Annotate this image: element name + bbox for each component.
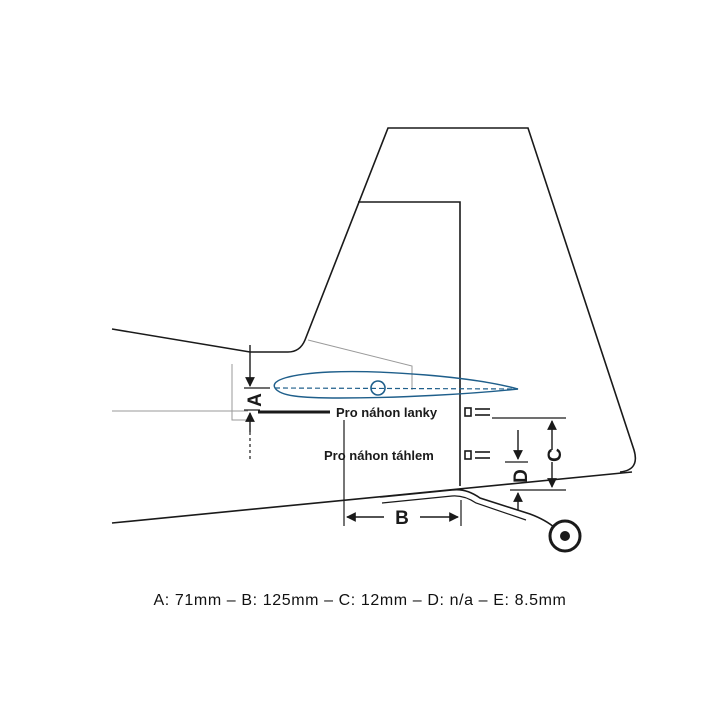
dim-b-label: B bbox=[395, 508, 409, 529]
tail-wheel-leg-inner bbox=[381, 495, 527, 521]
dimension-spec-line: A: 71mm – B: 125mm – C: 12mm – D: n/a – … bbox=[153, 592, 567, 609]
airfoil-chord-line bbox=[274, 387, 519, 390]
dim-a-label: A bbox=[245, 393, 266, 407]
pull-pull-label: Pro náhon lanky bbox=[336, 405, 438, 420]
tail-wheel-hub bbox=[560, 531, 570, 541]
dim-c-label: C bbox=[545, 448, 566, 462]
vertical-fin bbox=[250, 127, 637, 473]
pull-pull-connector-icon bbox=[464, 407, 490, 417]
stabilizer-fairing bbox=[231, 339, 413, 421]
stabilizer-airfoil bbox=[273, 370, 519, 399]
rudder-outline bbox=[358, 201, 461, 486]
fuselage-top-line bbox=[111, 328, 251, 353]
pushrod-connector-icon bbox=[464, 450, 490, 460]
pivot-circle bbox=[370, 380, 386, 396]
pushrod-label: Pro náhon táhlem bbox=[324, 448, 434, 463]
tail-wheel-leg bbox=[379, 488, 556, 529]
fuselage-bottom-line bbox=[111, 471, 633, 524]
dim-d-label: D bbox=[511, 469, 532, 483]
